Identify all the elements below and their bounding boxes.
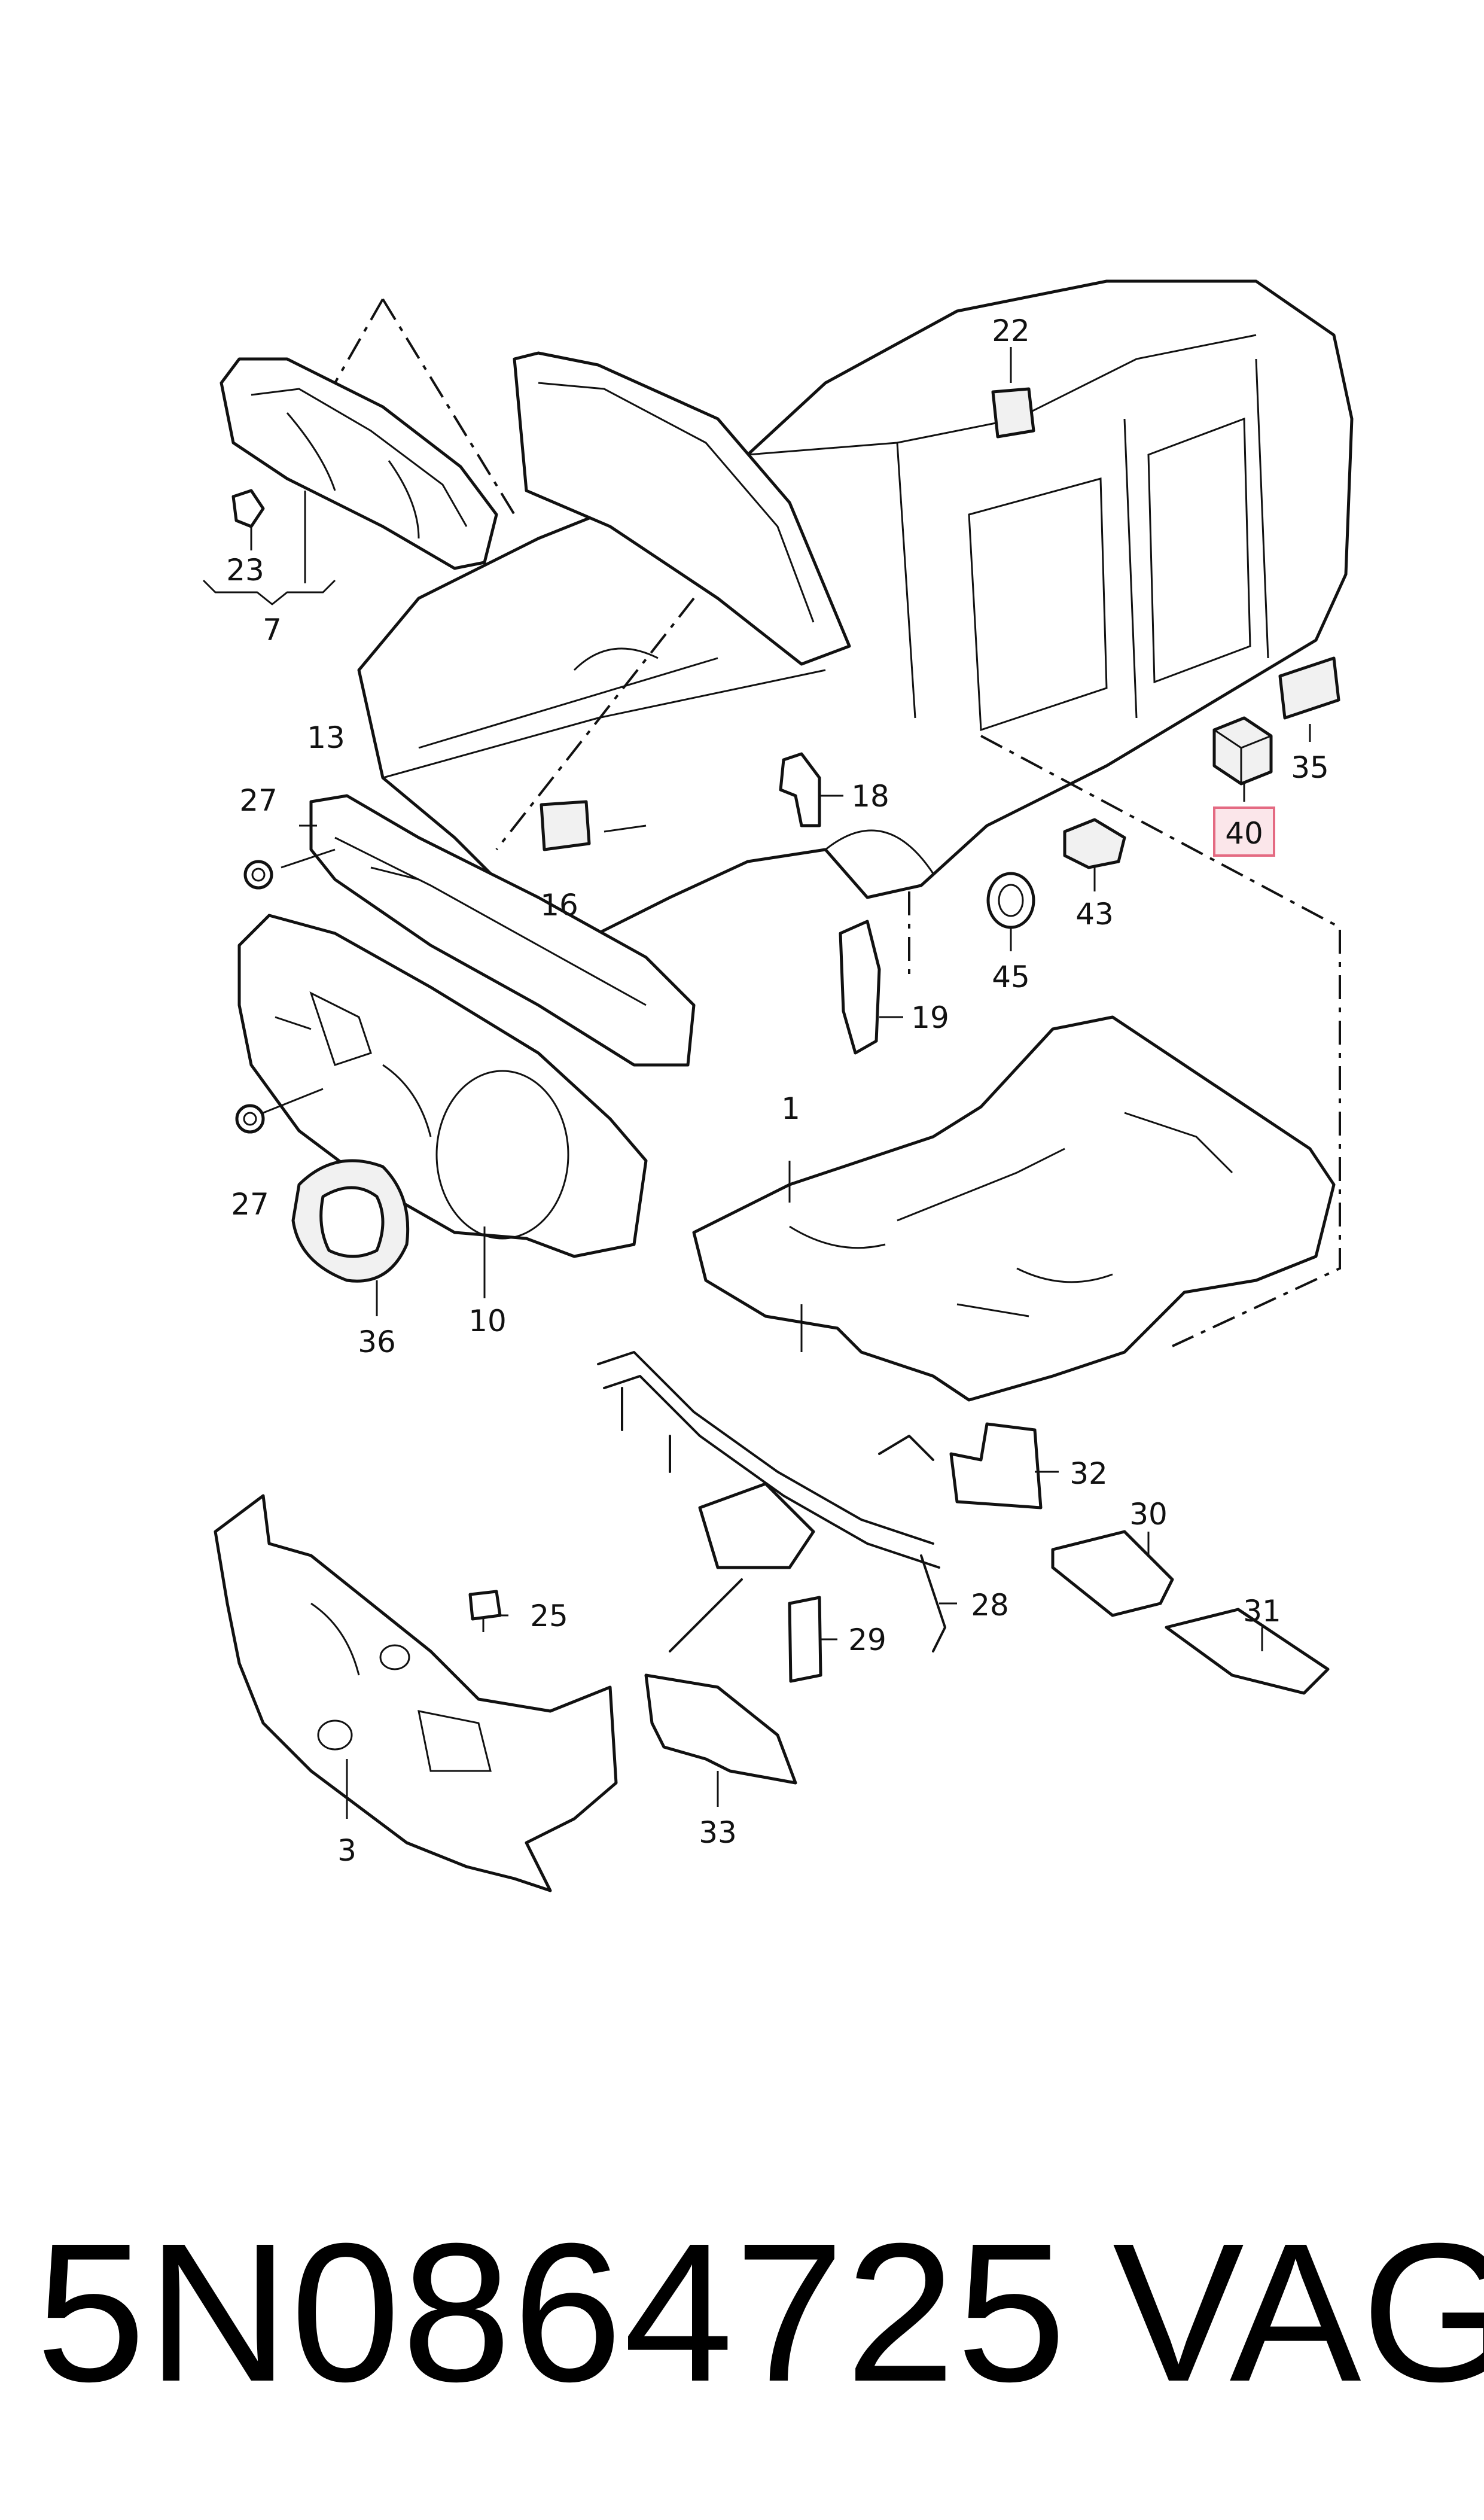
part-43-clip bbox=[1063, 818, 1126, 869]
car-body-shell bbox=[357, 279, 1354, 935]
callout-22: 22 bbox=[992, 314, 1030, 348]
callout-36: 36 bbox=[358, 1325, 396, 1359]
part-18-bracket bbox=[779, 752, 821, 827]
part-25-clip bbox=[468, 1590, 502, 1632]
part-13-crossmember bbox=[309, 794, 696, 1067]
callout-28: 28 bbox=[971, 1588, 1009, 1623]
part-23-clip bbox=[231, 489, 265, 528]
callout-7: 7 bbox=[263, 613, 282, 647]
callout-16: 16 bbox=[540, 888, 578, 923]
callout-labels: 1 3 7 10 13 16 18 19 22 23 25 27 27 28 2… bbox=[226, 314, 1329, 1868]
part-7-bonnet-insulator bbox=[220, 357, 498, 570]
part-19-trim bbox=[839, 920, 881, 1055]
callout-32: 32 bbox=[1069, 1456, 1108, 1491]
callout-19: 19 bbox=[911, 1000, 949, 1035]
callout-33: 33 bbox=[699, 1815, 737, 1850]
part-3-bulkhead-lower bbox=[214, 1494, 618, 1892]
part-36-seal bbox=[291, 1159, 410, 1283]
part-10-bulkhead bbox=[237, 914, 648, 1258]
callout-3: 3 bbox=[337, 1833, 356, 1868]
part-32-pad bbox=[949, 1422, 1043, 1509]
assembly-dashed-lines bbox=[334, 298, 1341, 1347]
part-31-mat bbox=[1165, 1608, 1330, 1695]
part-35-pad bbox=[1278, 656, 1340, 720]
part-30-mat bbox=[1051, 1530, 1174, 1617]
part-16-pad bbox=[540, 800, 591, 851]
part-27-grommet-upper bbox=[243, 860, 273, 890]
callout-40-highlight bbox=[1213, 806, 1275, 857]
part-45-ring bbox=[986, 872, 1035, 929]
part-28-dash-crossmember bbox=[597, 1351, 946, 1652]
callout-13: 13 bbox=[307, 720, 345, 755]
part-40-block bbox=[1212, 716, 1273, 786]
callout-29: 29 bbox=[848, 1623, 886, 1657]
part-number: 5N0864725 bbox=[36, 2202, 1068, 2422]
part-29-pad bbox=[788, 1596, 822, 1683]
callout-25: 25 bbox=[530, 1599, 568, 1633]
callout-27-lower: 27 bbox=[231, 1187, 269, 1222]
part-33-pad bbox=[644, 1673, 797, 1785]
part-27-grommet-lower bbox=[235, 1104, 265, 1134]
callout-10: 10 bbox=[468, 1304, 507, 1338]
callout-43: 43 bbox=[1075, 897, 1114, 932]
callout-40: 40 bbox=[1225, 816, 1263, 851]
leader-lines bbox=[202, 347, 1311, 1819]
brand-name: VAG bbox=[1113, 2202, 1484, 2422]
callout-1: 1 bbox=[781, 1091, 800, 1126]
callout-30: 30 bbox=[1129, 1497, 1168, 1532]
callout-27-upper: 27 bbox=[239, 783, 278, 818]
callout-18: 18 bbox=[851, 779, 889, 814]
callout-45: 45 bbox=[992, 960, 1030, 994]
part-22-pad bbox=[991, 387, 1035, 439]
callout-31: 31 bbox=[1243, 1594, 1281, 1629]
part-1-floor-carpet bbox=[692, 1015, 1336, 1402]
callout-35: 35 bbox=[1291, 750, 1329, 785]
callout-23: 23 bbox=[226, 553, 264, 588]
